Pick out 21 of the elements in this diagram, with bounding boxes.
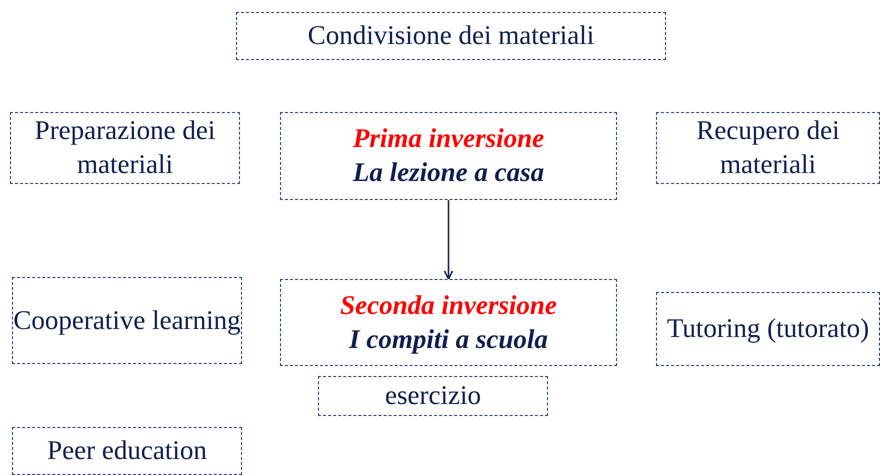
heading-text: Seconda inversione xyxy=(340,288,557,322)
text-box xyxy=(656,112,880,184)
text-box xyxy=(280,279,617,366)
box-label: Cooperative learning xyxy=(13,304,241,337)
box-label: Recupero dei materiali xyxy=(695,114,841,181)
heading-text: I compiti a scuola xyxy=(349,322,548,356)
box-label: Peer education xyxy=(47,434,207,468)
text-box xyxy=(236,12,666,60)
text-box xyxy=(12,427,242,475)
text-box xyxy=(280,112,617,200)
text-box xyxy=(318,376,548,416)
box-label: Tutoring (tutorato) xyxy=(666,312,870,346)
text-box xyxy=(10,112,240,184)
text-box xyxy=(12,277,242,364)
heading-text: La lezione a casa xyxy=(352,156,544,189)
box-label: Preparazione dei materiali xyxy=(34,114,216,181)
heading-text: Prima inversione xyxy=(352,122,544,156)
box-label: esercizio xyxy=(385,379,481,412)
arrow xyxy=(444,200,454,280)
text-box xyxy=(656,292,880,366)
box-label: Condivisione dei materiali xyxy=(308,19,594,52)
